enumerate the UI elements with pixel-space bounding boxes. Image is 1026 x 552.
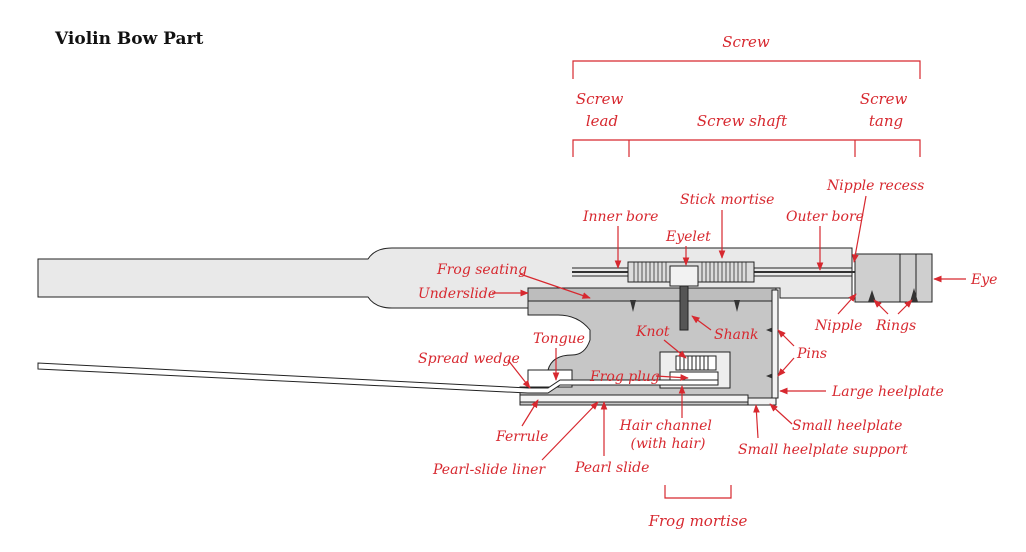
small-heelplate-part [747,397,777,406]
pearl-slide-strip [519,394,749,403]
leader-pins-2 [777,357,795,377]
leader-small-heelplate [769,403,793,425]
label-outer-bore: Outer bore [786,209,864,225]
label-tongue: Tongue [533,331,585,347]
leader-shank [691,315,712,331]
label-small-heelplate-support: Small heelplate support [738,442,908,458]
screw-shaft-label: Screw shaft [697,112,788,130]
label-small-heelplate: Small heelplate [792,418,902,434]
screw-button [854,253,933,303]
label-rings: Rings [875,318,916,334]
leader-spread-wedge [507,359,531,389]
label-pearl-slide: Pearl slide [574,460,649,476]
label-large-heelplate: Large heelplate [831,384,944,400]
diagram-title: Violin Bow Part [54,29,203,49]
leader-pins-1 [777,329,795,347]
knot-hair-lines [679,356,709,370]
frog-mortise-bracket [664,485,732,499]
shank-part [679,285,689,331]
leader-ring-2 [897,299,913,315]
leader-nipple-recess [852,195,867,263]
label-spread-wedge: Spread wedge [418,351,520,367]
ring-marks [868,288,918,302]
leader-knot [663,339,687,359]
screw-lead-label: Screw lead [576,90,628,130]
label-knot: Knot [635,324,670,340]
screw-threads [633,262,747,282]
label-shank: Shank [714,327,758,343]
leader-ferrule [521,399,539,427]
leader-nipple [837,293,857,315]
screw-bracket [572,60,921,79]
label-frog-plug: Frog plug [589,369,660,385]
leader-ring-1 [873,299,889,315]
label-nipple: Nipple [814,318,862,334]
bow-drawing [37,247,933,406]
label-ferrule: Ferrule [495,429,548,445]
eyelet-part [669,265,699,287]
leader-pearl-slide-liner [541,401,599,461]
dimension-brackets [572,60,921,499]
label-eye: Eye [970,272,997,288]
frog-mortise-label: Frog mortise [648,512,748,530]
label-frog-seating: Frog seating [436,262,527,278]
screw-sub-bracket [572,139,921,157]
label-stick-mortise: Stick mortise [680,192,774,208]
label-pearl-slide-liner: Pearl-slide liner [432,462,546,478]
label-underslide: Underslide [418,286,496,302]
leader-frog-seating [519,273,591,299]
screw-label: Screw [722,33,770,51]
large-heelplate-part [771,289,779,399]
label-pins: Pins [796,346,827,362]
label-nipple-recess: Nipple recess [826,178,924,194]
label-eyelet: Eyelet [665,229,711,245]
label-inner-bore: Inner bore [582,209,658,225]
bow-hair [37,362,719,394]
leader-frog-plug [655,374,689,381]
label-hair-channel: Hair channel (with hair) [619,418,717,452]
screw-tang-label: Screw tang [860,90,912,130]
leader-lines [492,195,966,461]
leader-small-heelplate-support [753,404,760,439]
